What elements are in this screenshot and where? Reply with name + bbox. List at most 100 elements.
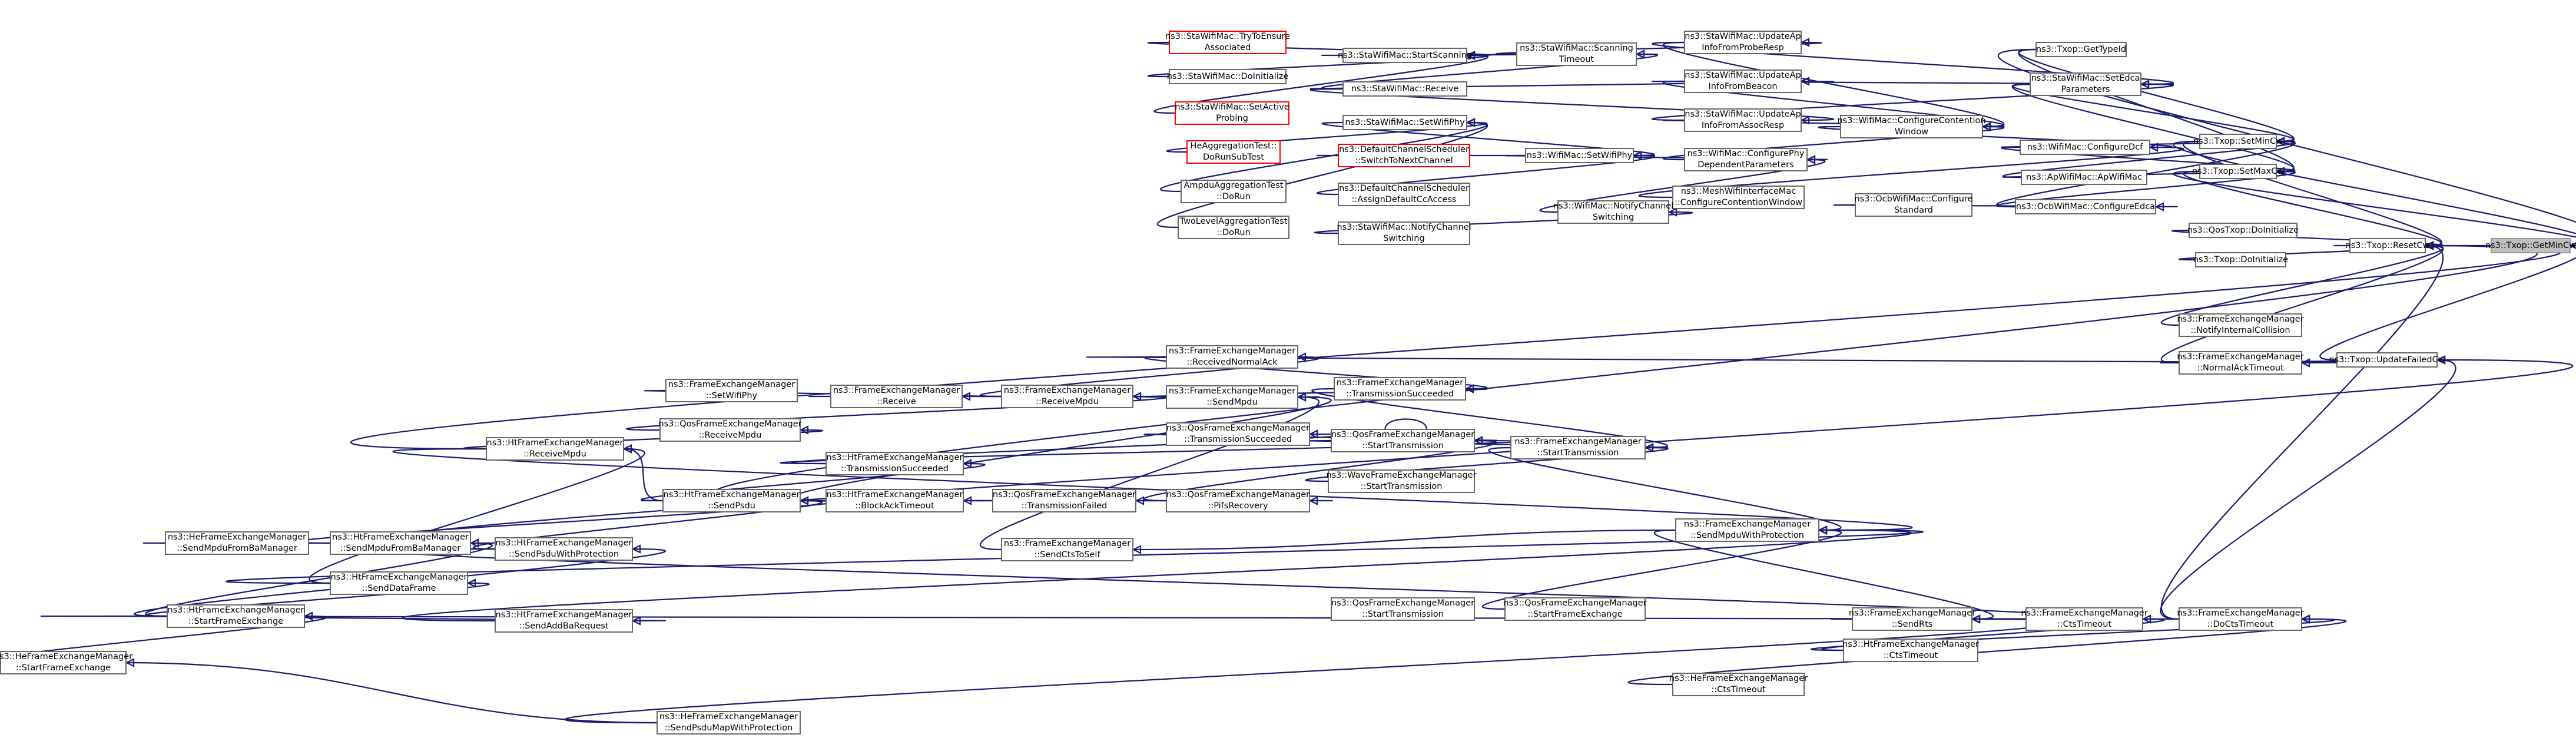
node-ocb-configure-standard[interactable]: ns3::OcbWifiMac::Configure Standard (1855, 193, 1972, 217)
node-update-ap-info-from-beacon[interactable]: ns3::StaWifiMac::UpdateAp InfoFromBeacon (1684, 70, 1802, 93)
node-ht-send-data-frame[interactable]: ns3::HtFrameExchangeManager ::SendDataFr… (330, 571, 468, 595)
edge-ht-cts-timeout-to-cts-timeout (1821, 618, 2165, 651)
node-assign-default-cc-access[interactable]: ns3::DefaultChannelScheduler ::AssignDef… (1338, 183, 1470, 206)
node-set-edca-parameters[interactable]: ns3::StaWifiMac::SetEdca Parameters (2030, 72, 2141, 96)
node-set-min-cw[interactable]: ns3::Txop::SetMinCw (2193, 134, 2283, 149)
edge-he-start-frame-exchange-to-ht-start-frame-exchange (0, 615, 327, 663)
node-notify-channel-switching-mac[interactable]: ns3::WifiMac::NotifyChannel Switching (1553, 200, 1673, 224)
node-update-ap-info-from-assoc-resp[interactable]: ns3::StaWifiMac::UpdateAp InfoFromAssocR… (1684, 108, 1802, 132)
node-txop-do-init[interactable]: ns3::Txop::DoInitialize (2193, 252, 2288, 267)
node-ampdu-aggregation-test[interactable]: AmpduAggregationTest ::DoRun (1181, 180, 1287, 203)
node-send-rts[interactable]: ns3::FrameExchangeManager ::SendRts (1849, 607, 1975, 631)
node-get-min-cw: ns3::Txop::GetMinCw (2485, 238, 2576, 253)
edge-arrowhead (1297, 392, 1307, 402)
node-ht-transmission-succeeded[interactable]: ns3::HtFrameExchangeManager ::Transmissi… (825, 452, 964, 475)
node-fem-set-wifi-phy[interactable]: ns3::FrameExchangeManager ::SetWifiPhy (665, 379, 798, 402)
edge-update-ap-info-from-assoc-resp-to-configure-contention-window (1662, 119, 2005, 128)
node-update-ap-info-from-probe-resp[interactable]: ns3::StaWifiMac::UpdateAp InfoFromProbeR… (1684, 31, 1802, 54)
node-update-failed-cw[interactable]: ns3::Txop::UpdateFailedCw (2329, 352, 2445, 368)
node-start-scanning[interactable]: ns3::StaWifiMac::StartScanning (1338, 48, 1472, 63)
node-configure-dcf[interactable]: ns3::WifiMac::ConfigureDcf (2020, 140, 2150, 155)
node-mesh-configure-contention-window[interactable]: ns3::MeshWifiInterfaceMac ::ConfigureCon… (1672, 186, 1805, 209)
node-sta-set-wifi-phy[interactable]: ns3::StaWifiMac::SetWifiPhy (1342, 115, 1467, 130)
edge-update-ap-info-from-assoc-resp-to-set-edca-parameters (1651, 83, 2174, 121)
edge-sta-receive-to-update-ap-info-from-assoc-resp (1309, 88, 1835, 121)
edge-ht-send-data-frame-to-ht-receive-mpdu (309, 448, 645, 584)
node-qos-receive-mpdu[interactable]: ns3::QosFrameExchangeManager ::ReceiveMp… (658, 418, 802, 442)
node-qos-transmission-succeeded[interactable]: ns3::QosFrameExchangeManager ::Transmiss… (1166, 422, 1310, 446)
edge-ht-send-psdu-to-ht-receive-mpdu (624, 448, 663, 502)
edge-qos-start-transmission-to-qos-start-transmission (1384, 418, 1427, 429)
node-pifs-recovery[interactable]: ns3::QosFrameExchangeManager ::PifsRecov… (1166, 489, 1310, 512)
node-send-cts-to-self[interactable]: ns3::FrameExchangeManager ::SendCtsToSel… (1001, 538, 1133, 561)
node-wave-start-transmission[interactable]: ns3::WaveFrameExchangeManager ::StartTra… (1326, 469, 1477, 493)
node-sta-do-initialize[interactable]: ns3::StaWifiMac::DoInitialize (1167, 69, 1288, 84)
edge-ht-receive-mpdu-to-reset-cw (350, 244, 2561, 450)
node-get-type-id[interactable]: ns3::Txop::GetTypeId (2035, 42, 2127, 57)
edge-arrowhead (1132, 545, 1142, 554)
edge-ht-send-psdu-to-ht-transmission-succeeded (641, 462, 986, 502)
edge-ht-receive-mpdu-to-qos-receive-mpdu (463, 429, 824, 450)
edge-qos-receive-mpdu-to-fem-receive-mpdu (626, 395, 1167, 431)
node-try-to-ensure-associated[interactable]: ns3::StaWifiMac::TryToEnsure Associated (1165, 31, 1290, 54)
node-ht-send-psdu[interactable]: ns3::HtFrameExchangeManager ::SendPsdu (662, 489, 801, 512)
node-switch-to-next-channel[interactable]: ns3::DefaultChannelScheduler ::SwitchToN… (1338, 144, 1470, 167)
node-ht-send-mpdu-from-ba-manager[interactable]: ns3::HtFrameExchangeManager ::SendMpduFr… (330, 531, 471, 555)
edge-update-failed-cw-to-get-min-cw (2319, 244, 2576, 361)
node-wifi-mac-set-wifi-phy[interactable]: ns3::WifiMac::SetWifiPhy (1525, 148, 1634, 163)
edge-do-cts-timeout-to-update-failed-cw (2160, 359, 2456, 620)
node-ht-send-add-ba-request[interactable]: ns3::HtFrameExchangeManager ::SendAddBaR… (495, 609, 633, 633)
node-qos-txop-do-init[interactable]: ns3::QosTxop::DoInitialize (2187, 223, 2299, 238)
node-send-mpdu-with-protection[interactable]: ns3::FrameExchangeManager ::SendMpduWith… (1675, 518, 1819, 542)
node-sta-receive[interactable]: ns3::StaWifiMac::Receive (1342, 81, 1467, 97)
node-ht-receive-mpdu[interactable]: ns3::HtFrameExchangeManager ::ReceiveMpd… (486, 437, 624, 461)
edge-do-cts-timeout-to-reset-cw (2160, 244, 2444, 620)
node-ap-wifi-mac[interactable]: ns3::ApWifiMac::ApWifiMac (2021, 170, 2147, 185)
edge-arrowhead (1635, 49, 1645, 59)
node-sta-notify-channel-switching[interactable]: ns3::StaWifiMac::NotifyChannel Switching (1337, 221, 1471, 245)
edge-get-type-id-to-set-max-cw (2018, 48, 2295, 173)
node-cts-timeout[interactable]: ns3::FrameExchangeManager ::CtsTimeout (2021, 607, 2148, 631)
node-fem-receive-mpdu[interactable]: ns3::FrameExchangeManager ::ReceiveMpdu (1001, 385, 1133, 408)
node-qos-transmission-failed[interactable]: ns3::QosFrameExchangeManager ::Transmiss… (992, 489, 1136, 512)
node-set-max-cw[interactable]: ns3::Txop::SetMaxCw (2192, 164, 2284, 179)
edge-arrowhead (1800, 77, 1810, 86)
node-fem-receive[interactable]: ns3::FrameExchangeManager ::Receive (830, 385, 963, 408)
node-set-active-probing[interactable]: ns3::StaWifiMac::SetActive Probing (1175, 101, 1289, 125)
edge-arrowhead (622, 444, 632, 454)
node-he-start-frame-exchange[interactable]: ns3::HeFrameExchangeManager ::StartFrame… (0, 651, 132, 674)
node-ht-start-frame-exchange[interactable]: ns3::HtFrameExchangeManager ::StartFrame… (167, 604, 305, 628)
node-he-send-mpdu-from-ba-manager[interactable]: ns3::HeFrameExchangeManager ::SendMpduFr… (165, 531, 309, 555)
node-received-normal-ack[interactable]: ns3::FrameExchangeManager ::ReceivedNorm… (1166, 345, 1298, 369)
node-do-cts-timeout[interactable]: ns3::FrameExchangeManager ::DoCtsTimeout (2177, 607, 2304, 631)
edge-arrowhead (1308, 429, 1318, 439)
edge-arrowhead (1632, 151, 1642, 160)
node-two-level-aggregation-test[interactable]: TwoLevelAggregationTest ::DoRun (1178, 216, 1289, 239)
node-scanning-timeout[interactable]: ns3::StaWifiMac::Scanning Timeout (1516, 42, 1637, 66)
node-start-transmission[interactable]: ns3::FrameExchangeManager ::StartTransmi… (1510, 436, 1646, 459)
node-notify-internal-collision[interactable]: ns3::FrameExchangeManager ::NotifyIntern… (2177, 313, 2304, 337)
node-ht-block-ack-timeout[interactable]: ns3::HtFrameExchangeManager ::BlockAckTi… (825, 489, 964, 512)
edge-arrowhead (303, 611, 313, 621)
node-he-cts-timeout[interactable]: ns3::HeFrameExchangeManager ::CtsTimeout (1669, 673, 1808, 696)
node-ht-send-psdu-with-protection[interactable]: ns3::HtFrameExchangeManager ::SendPsduWi… (495, 537, 633, 561)
node-configure-phy-dependent-parameters[interactable]: ns3::WifiMac::ConfigurePhy DependentPara… (1684, 148, 1808, 171)
node-he-aggregation-test[interactable]: HeAggregationTest:: DoRunSubTest (1186, 140, 1281, 164)
node-configure-edca[interactable]: ns3::OcbWifiMac::ConfigureEdca (2015, 199, 2156, 214)
edge-arrowhead (2424, 241, 2434, 250)
edge-sta-receive-to-update-ap-info-from-beacon (1309, 80, 1835, 90)
node-ht-cts-timeout[interactable]: ns3::HtFrameExchangeManager ::CtsTimeout (1842, 639, 1979, 662)
edge-arrowhead (2275, 167, 2285, 176)
node-qos-start-frame-exchange[interactable]: ns3::QosFrameExchangeManager ::StartFram… (1503, 597, 1647, 621)
node-normal-ack-timeout[interactable]: ns3::FrameExchangeManager ::NormalAckTim… (2177, 351, 2304, 375)
node-he-send-psdu-map-with-protection[interactable]: ns3::HeFrameExchangeManager ::SendPsduMa… (657, 711, 801, 735)
edge-arrowhead (2300, 614, 2310, 624)
edge-set-max-cw-to-get-min-cw (2173, 170, 2576, 247)
node-qos-start-transmission2[interactable]: ns3::QosFrameExchangeManager ::StartTran… (1331, 597, 1475, 621)
node-transmission-succeeded[interactable]: ns3::FrameExchangeManager ::Transmission… (1334, 377, 1466, 401)
node-qos-start-transmission[interactable]: ns3::QosFrameExchangeManager ::StartTran… (1331, 429, 1475, 452)
node-reset-cw[interactable]: ns3::Txop::ResetCw (2345, 238, 2430, 253)
edge-fem-receive-mpdu-to-received-normal-ack (979, 356, 1320, 398)
node-send-mpdu[interactable]: ns3::FrameExchangeManager ::SendMpdu (1166, 385, 1298, 409)
node-configure-contention-window[interactable]: ns3::WifiMac::ConfigureContention Window (1837, 115, 1986, 138)
